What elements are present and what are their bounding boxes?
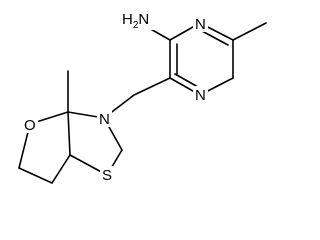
pyrimidine-ring — [139, 22, 267, 96]
bond-c6a-c3a — [67, 111, 71, 156]
atom-s: S — [102, 167, 112, 184]
svg-text:H2N: H2N — [122, 11, 149, 31]
amine-h-count: 2 — [133, 20, 139, 31]
bond-c5-ch2 — [133, 77, 171, 96]
bond-ch2-ch2 — [18, 167, 53, 184]
amine-n: N — [138, 11, 149, 28]
oxygen-label: O — [22, 116, 38, 134]
bond-c6-c5-double — [174, 73, 199, 88]
thiazolidine-n-label: N — [97, 110, 112, 128]
pyrimidine-n3-label: N — [193, 15, 208, 33]
atom-n-thiazolidine: N — [99, 111, 110, 128]
atom-n1: N — [195, 87, 206, 104]
bond-n3-c2-double — [201, 30, 229, 46]
chemical-structure-diagram: H2N N N N O S — [18, 8, 267, 184]
bond-ch2-c6a — [51, 154, 71, 184]
amine-h: H — [122, 11, 133, 28]
bond-c2-methyl — [232, 22, 267, 41]
atom-n3: N — [195, 16, 206, 33]
pyrimidine-n1-label: N — [193, 86, 208, 104]
atom-o: O — [24, 117, 36, 134]
sulfur-label: S — [100, 166, 114, 184]
bicyclic-ring — [18, 70, 123, 184]
methylene-bridge — [103, 77, 171, 119]
amine-label: H2N — [120, 8, 156, 31]
